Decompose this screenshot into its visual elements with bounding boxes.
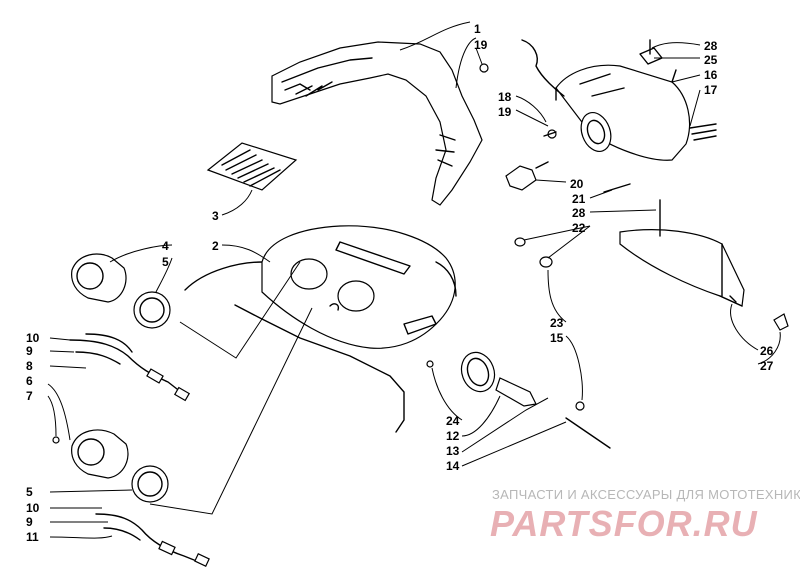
- callout-23: 23: [550, 316, 564, 330]
- callout-21: 21: [572, 192, 586, 206]
- callout-5b: 5: [26, 485, 33, 499]
- callout-12: 12: [446, 429, 460, 443]
- callout-labels: 1 19 28 25 16 17 18 19 20 21 28 22 3 2 4…: [26, 22, 774, 544]
- callout-26: 26: [760, 344, 774, 358]
- callout-25: 25: [704, 53, 718, 67]
- windshield: [271, 41, 483, 206]
- callout-14: 14: [446, 459, 460, 473]
- callout-17: 17: [704, 83, 718, 97]
- callout-1: 1: [474, 22, 481, 36]
- screws: [479, 63, 631, 268]
- dashboard-console: [184, 225, 457, 433]
- leader-lines: [47, 21, 781, 539]
- callout-16: 16: [704, 68, 718, 82]
- callout-18: 18: [498, 90, 512, 104]
- callout-27: 27: [760, 359, 774, 373]
- watermark-logo: PARTSFOR.RU: [490, 503, 758, 544]
- callout-19: 19: [474, 38, 488, 52]
- callout-4: 4: [162, 239, 169, 253]
- callout-13: 13: [446, 444, 460, 458]
- lower-gauge: [52, 429, 169, 503]
- callout-9: 9: [26, 344, 33, 358]
- callout-9b: 9: [26, 515, 33, 529]
- upper-wiring: [69, 333, 191, 402]
- callout-5: 5: [162, 255, 169, 269]
- callout-7: 7: [26, 389, 33, 403]
- decal: [206, 142, 298, 191]
- callout-3: 3: [212, 209, 219, 223]
- mounting-bracket: [619, 199, 789, 331]
- watermark-tagline: ЗАПЧАСТИ И АКСЕССУАРЫ ДЛЯ МОТОТЕХНИКИ: [492, 487, 800, 502]
- callout-28: 28: [704, 39, 718, 53]
- callout-11: 11: [26, 530, 39, 544]
- callout-10b: 10: [26, 501, 40, 515]
- callout-10: 10: [26, 331, 40, 345]
- callout-20: 20: [570, 177, 584, 191]
- callout-2: 2: [212, 239, 219, 253]
- switch-assembly: [426, 351, 611, 449]
- headlight-assembly: [521, 39, 717, 161]
- upper-gauge: [71, 253, 171, 329]
- callout-28b: 28: [572, 206, 586, 220]
- lower-wiring: [95, 513, 210, 567]
- callout-6: 6: [26, 374, 33, 388]
- callout-19b: 19: [498, 105, 512, 119]
- callout-8: 8: [26, 359, 33, 373]
- callout-15: 15: [550, 331, 564, 345]
- callout-22: 22: [572, 221, 586, 235]
- callout-24: 24: [446, 414, 460, 428]
